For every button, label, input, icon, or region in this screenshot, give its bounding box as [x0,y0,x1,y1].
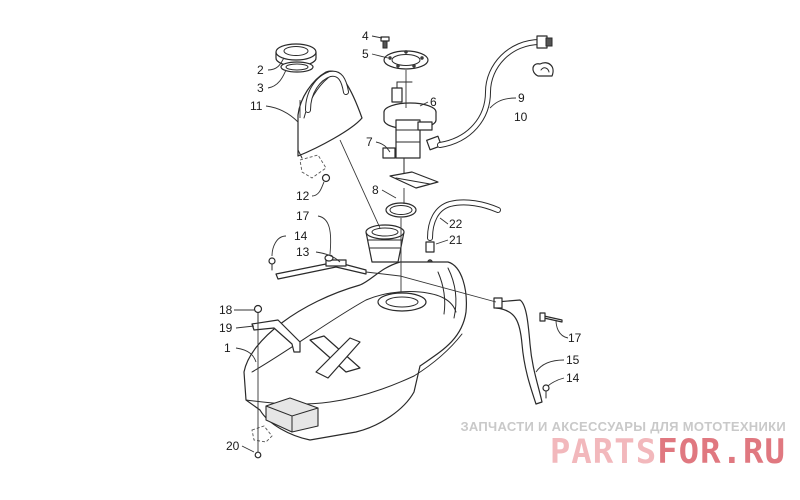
callout-19: 19 [219,321,233,335]
screw-part-4 [380,36,390,49]
filter-part-7 [389,171,439,189]
callout-7: 7 [366,135,373,149]
fuel-pump-part-6 [382,81,437,176]
bracket-part-20 [251,425,273,459]
fuel-cap-part-2 [275,43,317,67]
callout-13: 13 [296,245,310,259]
callout-1: 1 [224,341,231,355]
fuel-hose-part-9 [437,35,553,148]
callout-14-left: 14 [294,229,308,243]
watermark-logo-part-a: PARTS [549,432,658,472]
callout-15: 15 [566,353,580,367]
callout-4: 4 [362,29,369,43]
callout-14-right: 14 [566,371,580,385]
vent-hose-part-22 [427,199,501,241]
bolt-part-16 [539,312,563,323]
callout-9: 9 [518,91,525,105]
bracket-part-19 [251,319,301,353]
callout-5: 5 [362,47,369,61]
watermark: ЗАПЧАСТИ И АКСЕССУАРЫ ДЛЯ МОТОТЕХНИКИ PA… [460,419,786,470]
callout-2: 2 [257,63,264,77]
cap-gasket-part-3 [280,61,314,73]
callout-6: 6 [430,95,437,109]
watermark-tagline: ЗАПЧАСТИ И АКСЕССУАРЫ ДЛЯ МОТОТЕХНИКИ [460,419,786,434]
callout-10: 10 [514,110,528,124]
filler-neck-part-11 [297,70,363,159]
callout-21: 21 [449,233,463,247]
callout-18: 18 [219,303,233,317]
hose-clamp-part-10 [532,62,554,77]
callout-leaders [234,35,569,453]
o-ring-part-8 [385,202,417,218]
strap-part-13 [275,259,367,280]
retaining-ring-part-5 [383,50,429,70]
watermark-logo: PARTSFOR.RU [460,434,786,470]
screw-part-14-right [542,384,550,399]
strap-part-15 [493,297,543,405]
callout-numbers: 2 3 11 4 5 6 7 9 10 8 12 17 14 13 22 21 … [219,29,582,453]
callout-8: 8 [372,183,379,197]
fitting-part-21 [425,241,435,265]
callout-12: 12 [296,189,310,203]
screw-part-14-left [268,257,276,271]
callout-16: 17 [568,331,582,345]
clip-part-12 [299,154,331,183]
screw-part-18 [253,304,263,323]
tank-filler-tube [365,224,405,263]
watermark-logo-part-b: FOR.RU [657,432,786,472]
callout-11: 11 [250,99,263,113]
callout-22: 22 [449,217,463,231]
callout-17: 17 [296,209,310,223]
callout-3: 3 [257,81,264,95]
fuel-tank-part-1 [243,261,467,441]
vent-hose-part-11 [305,70,349,113]
assembly-lines [257,70,497,452]
callout-20: 20 [226,439,240,453]
